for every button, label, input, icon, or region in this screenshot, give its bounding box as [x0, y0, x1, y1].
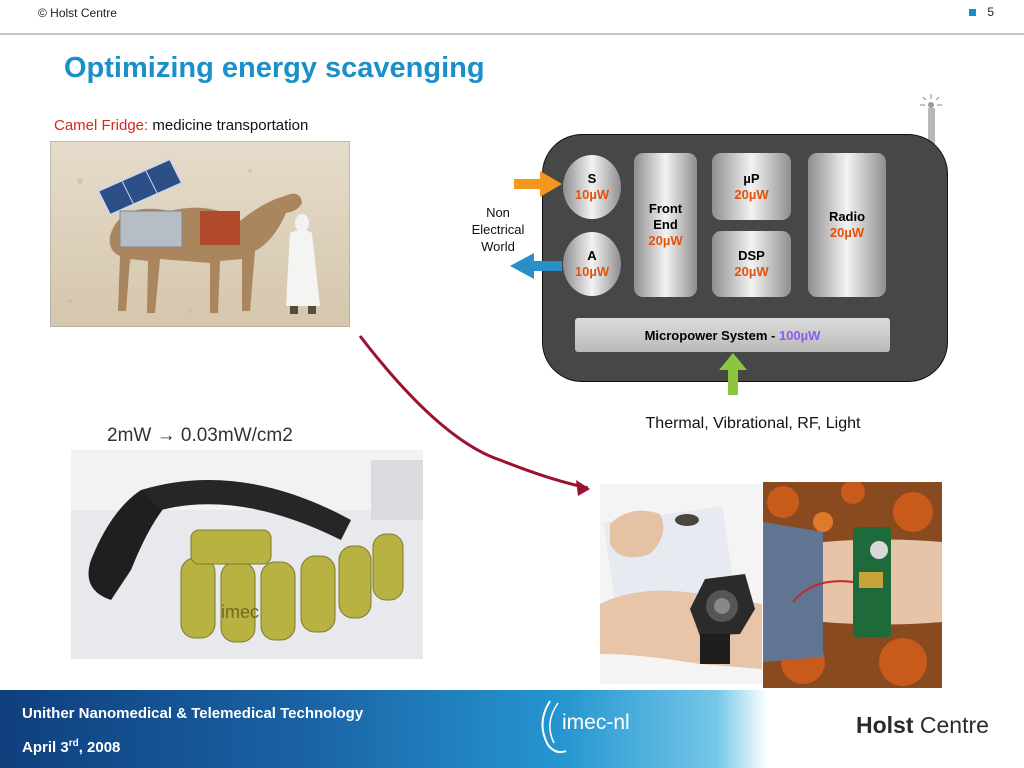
copyright-text: © Holst Centre — [38, 6, 117, 20]
formula-arrow-icon: → — [156, 425, 176, 446]
dsp-value: 20µW — [734, 264, 769, 279]
radio-value: 20µW — [829, 225, 865, 240]
slide-number-marker — [969, 9, 976, 16]
energy-input-arrow-icon — [719, 353, 747, 395]
sensor-value: 10µW — [574, 187, 610, 202]
slide-title: Optimizing energy scavenging — [64, 52, 485, 84]
front-end-value: 20µW — [648, 233, 683, 248]
side-label-line-3: World — [481, 239, 515, 254]
footer-date-prefix: April 3 — [22, 739, 69, 756]
actuator-block: A 10µW — [563, 232, 621, 296]
thermoelectric-belt-photo: imec — [71, 450, 423, 659]
curved-arrow — [358, 335, 590, 496]
imec-nl-logo: imec-nl — [536, 697, 666, 757]
non-electrical-world-label: Non Electrical World — [458, 204, 538, 255]
formula-from: 2mW — [107, 425, 152, 446]
output-arrow-icon — [510, 253, 562, 279]
slide-number: 5 — [987, 5, 994, 19]
micropower-value: 100µW — [778, 327, 821, 343]
holst-centre-logo: Holst Centre — [856, 712, 989, 739]
radio-label: Radio — [828, 209, 866, 224]
camel-caption-rest: medicine transportation — [148, 117, 309, 134]
belt-imec-logo-text: imec — [221, 602, 259, 622]
footer-banner — [0, 690, 1024, 768]
footer-date: April 3rd, 2008 — [22, 738, 120, 756]
input-arrow-icon — [514, 171, 562, 197]
sensor-label: S — [587, 171, 597, 186]
microprocessor-value: 20µW — [734, 186, 769, 202]
side-label-line-1: Non — [486, 205, 510, 220]
dsp-block: DSP 20µW — [712, 231, 791, 297]
radio-block: Radio 20µW — [808, 153, 886, 297]
dsp-label: DSP — [738, 248, 765, 263]
wrist-watch-photo — [600, 484, 762, 684]
antenna-signal-icon — [920, 94, 942, 108]
actuator-value: 10µW — [574, 264, 610, 279]
front-end-label-1: Front — [648, 201, 683, 216]
energy-sources-label: Thermal, Vibrational, RF, Light — [645, 415, 861, 432]
holst-logo-regular: Centre — [913, 712, 989, 738]
front-end-block: Front End 20µW — [634, 153, 697, 297]
front-end-label-2: End — [653, 217, 678, 232]
side-label-line-2: Electrical — [471, 222, 525, 237]
actuator-label: A — [587, 248, 597, 263]
camel-caption-prefix: Camel Fridge: — [54, 117, 149, 134]
footer-date-suffix-sup: rd — [68, 738, 79, 749]
wrist-patch-photo — [763, 482, 942, 688]
holst-logo-bold: Holst — [856, 712, 914, 738]
imec-logo-text: imec-nl — [562, 711, 630, 734]
micropower-system-bar: Micropower System - 100µW — [575, 318, 890, 352]
energy-formula: 2mW → 0.03mW/cm2 — [107, 425, 293, 447]
micropower-label: Micropower System - — [644, 327, 776, 343]
microprocessor-block: µP 20µW — [712, 153, 791, 220]
camel-caption: Camel Fridge: medicine transportation — [54, 117, 308, 134]
footer-date-year: , 2008 — [78, 739, 121, 756]
footer-conference-title: Unither Nanomedical & Telemedical Techno… — [22, 705, 364, 722]
sensor-block: S 10µW — [563, 155, 621, 219]
microprocessor-label: µP — [743, 170, 760, 186]
formula-to: 0.03mW/cm2 — [180, 425, 293, 446]
camel-photo — [50, 141, 350, 327]
header-divider — [0, 33, 1024, 35]
